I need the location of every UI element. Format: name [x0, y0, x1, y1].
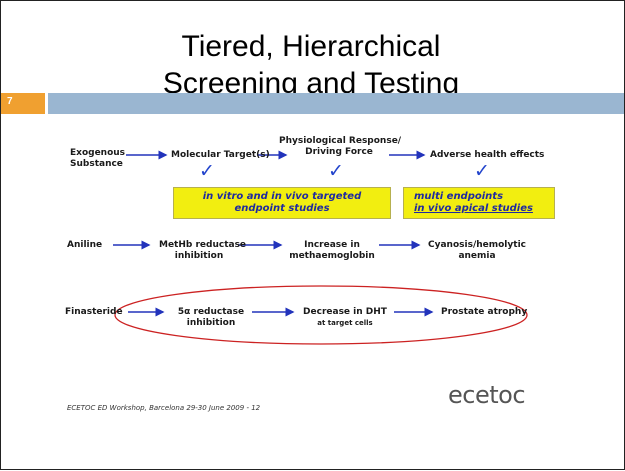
label-aniline: Aniline: [67, 240, 103, 250]
slide-title-line1: Tiered, Hierarchical: [181, 30, 441, 63]
multi-box-line2: in vivo apical studies: [414, 203, 533, 214]
checkmark-icon: ✓: [328, 160, 344, 182]
ecetoc-logo: ecetoc: [448, 381, 526, 409]
label-prostate-atrophy: Prostate atrophy: [441, 307, 528, 317]
in-vitro-studies-box: in vitro and in vivo targeted endpoint s…: [173, 187, 391, 219]
label-decrease-dht-line2: at target cells: [317, 319, 373, 327]
label-finasteride: Finasteride: [65, 307, 123, 317]
title-accent-bar: [48, 93, 624, 114]
label-cyanosis: Cyanosis/hemolytic anemia: [428, 240, 526, 261]
label-decrease-dht: Decrease in DHT at target cells: [297, 307, 393, 329]
checkmark-icon: ✓: [199, 160, 215, 182]
footer-text: ECETOC ED Workshop, Barcelona 29-30 June…: [67, 404, 261, 412]
multi-box-line1: multi endpoints: [414, 191, 504, 202]
slide-number-box: 7: [1, 93, 45, 114]
in-vitro-box-line2: endpoint studies: [234, 203, 330, 214]
checkmark-icon: ✓: [474, 160, 490, 182]
label-decrease-dht-line1: Decrease in DHT: [303, 307, 387, 317]
label-methb-inhibition: MetHb reductase inhibition: [159, 240, 247, 261]
label-adverse-effects: Adverse health effects: [430, 150, 545, 160]
label-5a-reductase: 5α reductase inhibition: [177, 307, 245, 328]
label-physiological-response: Physiological Response/ Driving Force: [279, 136, 402, 157]
label-increase-methaemoglobin: Increase in methaemoglobin: [289, 240, 375, 261]
multi-endpoints-box: multi endpoints in vivo apical studies: [403, 187, 555, 219]
label-exogenous-substance: Exogenous Substance: [70, 148, 126, 169]
in-vitro-box-line1: in vitro and in vivo targeted: [202, 191, 362, 202]
label-molecular-target: Molecular Target(s): [171, 150, 270, 160]
slide-number: 7: [7, 96, 13, 107]
highlight-ellipse: [114, 285, 528, 345]
